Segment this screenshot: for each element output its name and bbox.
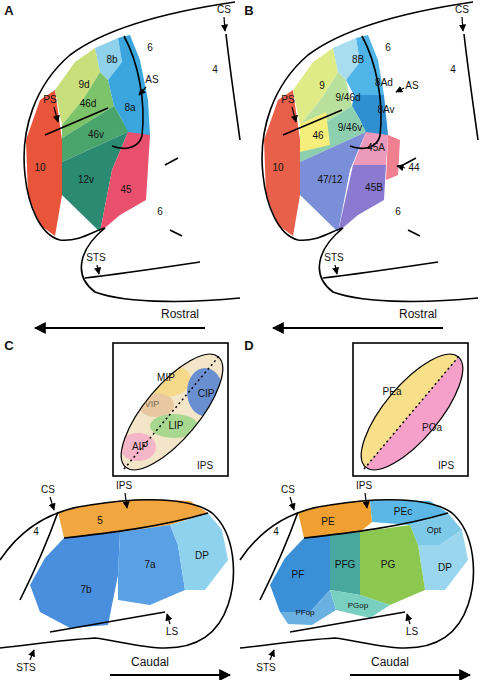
area-label: 8Ad — [375, 78, 393, 88]
area-label: AS — [145, 75, 158, 85]
area-label: 6 — [157, 207, 163, 217]
area-label: 7b — [80, 585, 91, 595]
panel-d-brain — [240, 493, 473, 675]
area-label: 45A — [367, 143, 385, 153]
direction-label: Caudal — [371, 656, 409, 668]
area-label: 6 — [385, 43, 391, 53]
area-label: CIP — [198, 389, 215, 399]
area-label: PE — [321, 517, 334, 527]
area-label: 5 — [97, 516, 103, 526]
panel-letter: B — [244, 4, 253, 17]
area-label: STS — [86, 253, 105, 263]
area-label: 9d — [78, 80, 89, 90]
panel-b — [262, 2, 478, 328]
area-label: 46 — [312, 131, 323, 141]
area-label: DP — [438, 563, 452, 573]
area-label: DP — [195, 551, 209, 561]
area-label: IPS — [197, 461, 213, 471]
area-label: PF — [292, 570, 305, 580]
area-label: 44 — [408, 163, 419, 173]
area-label: AS — [405, 81, 418, 91]
area-label: VIP — [145, 400, 160, 409]
area-label: 9 — [319, 81, 325, 91]
area-label: POa — [422, 423, 442, 433]
area-label: LS — [166, 627, 178, 637]
area-label: Opt — [427, 526, 442, 535]
area-label: 46v — [88, 130, 104, 140]
area-label: LS — [406, 627, 418, 637]
area-label: 6 — [147, 43, 153, 53]
area-label: 4 — [33, 527, 39, 537]
direction-label: Rostral — [161, 308, 199, 320]
area-label: PG — [381, 560, 395, 570]
area-label: PGop — [348, 602, 368, 610]
area-label: MIP — [157, 373, 175, 383]
area-label: PFG — [335, 560, 356, 570]
area-label: STS — [324, 253, 343, 263]
area-label: CS — [41, 485, 55, 495]
area-label: 4 — [273, 527, 279, 537]
area-label: 46d — [80, 99, 97, 109]
area-label: PS — [43, 95, 56, 105]
direction-label: Caudal — [131, 656, 169, 668]
area-label: 4 — [450, 65, 456, 75]
area-label: 45B — [365, 183, 383, 193]
area-label: 9/46v — [338, 123, 362, 133]
panel-letter: C — [4, 339, 13, 352]
area-label: 10 — [34, 163, 45, 173]
area-label: IPS — [438, 461, 454, 471]
panel-d — [345, 339, 479, 484]
area-label: 8b — [106, 55, 117, 65]
area-label: STS — [256, 663, 275, 673]
panel-a — [24, 2, 240, 328]
area-label: PFop — [295, 609, 314, 617]
area-label: 12v — [78, 175, 94, 185]
area-label: IPS — [356, 481, 372, 491]
area-label: 9/46d — [335, 93, 360, 103]
area-label: CS — [455, 5, 469, 15]
area-label: 7a — [144, 560, 155, 570]
area-label: 45 — [120, 185, 131, 195]
area-label: PS — [281, 95, 294, 105]
area-label: 10 — [272, 163, 283, 173]
panel-letter: D — [244, 339, 253, 352]
area-label: CS — [217, 5, 231, 15]
panel-c — [0, 339, 239, 675]
area-label: 8a — [124, 103, 135, 113]
area-label: IPS — [116, 481, 132, 491]
area-label: PEc — [394, 507, 412, 517]
area-label: PEa — [383, 387, 402, 397]
panel-letter: A — [4, 4, 13, 17]
area-label: 8Av — [377, 105, 394, 115]
area-label: 8B — [352, 55, 364, 65]
area-label: LIP — [168, 421, 183, 431]
area-label: AIP — [132, 442, 148, 452]
area-label: STS — [16, 663, 35, 673]
area-label: 47/12 — [317, 175, 342, 185]
area-label: 4 — [212, 65, 218, 75]
area-label: 6 — [395, 207, 401, 217]
area-label: CS — [281, 485, 295, 495]
direction-label: Rostral — [399, 308, 437, 320]
